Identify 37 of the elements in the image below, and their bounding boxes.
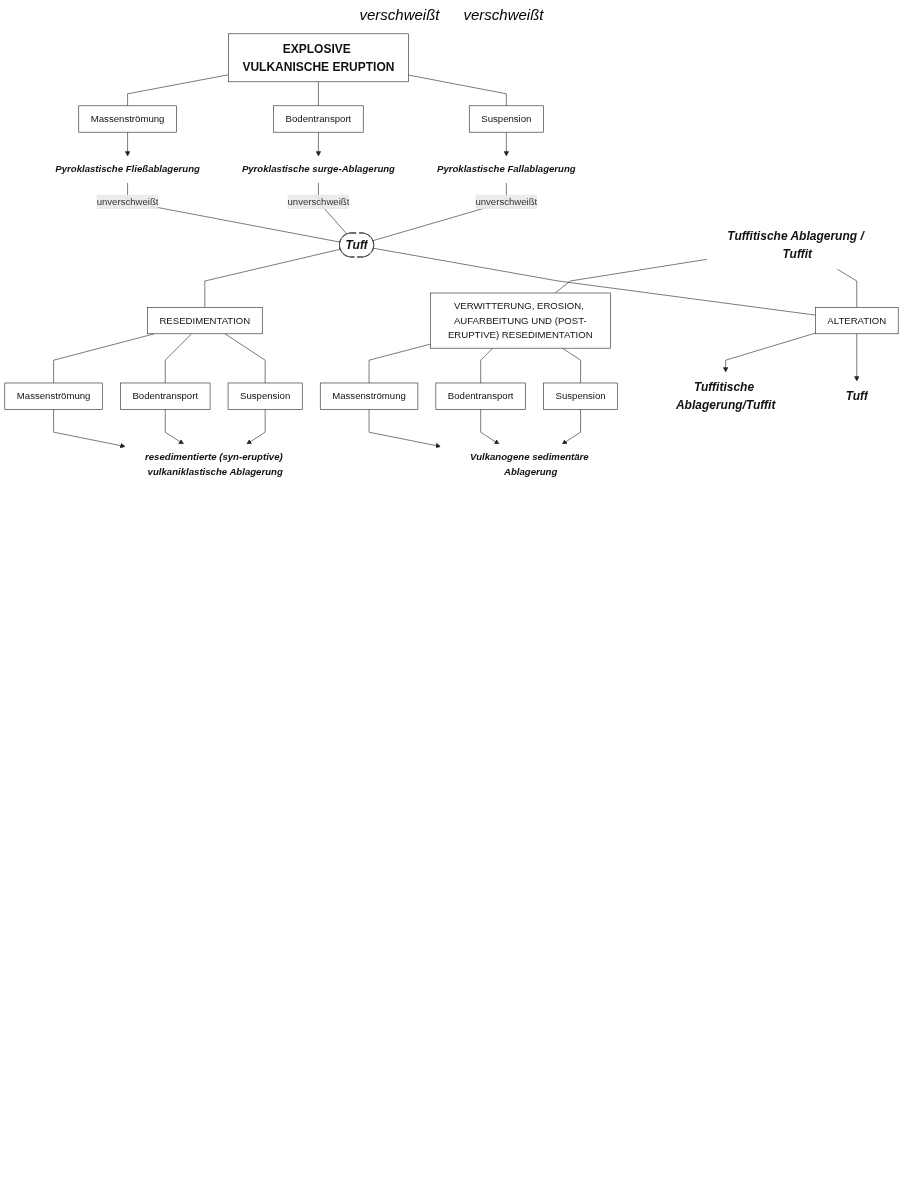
node-text: resedimentierte (syn-eruptive) vulkaniklastische Ablagerung [145,451,283,477]
node-box: RESEDIMENTATION [147,307,263,335]
node-box: Suspension [543,382,618,410]
node-text: Pyroklastische Fließablagerung [55,163,200,175]
connector [53,333,155,384]
node-box: VERWITTERUNG, EROSION, AUFARBEITUNG UND (POST-ERUPTIVE) RESEDIMENTATION [430,292,611,349]
connector [318,81,319,107]
connector [373,248,816,316]
node-box: ALTERATION [815,307,899,335]
node-box: Massenströmung [78,105,177,133]
connector [204,248,341,308]
edge-label: unverschweißt [96,196,159,207]
note-text: verschweißt [463,6,544,23]
node-text: Tuffitische Ablagerung/Tuffit [675,380,776,412]
node-box: EXPLOSIVE VULKANISCHE ERUPTION [228,33,409,83]
connector [408,74,507,107]
node-box: Bodentransport [120,382,211,410]
edge-label: unverschweißt [287,196,350,207]
node-box: Bodentransport [273,105,364,133]
connector [164,333,192,384]
node-box: Massenströmung [319,382,419,410]
connector [368,343,431,384]
node-text: Vulkanogene sedimentäre Ablagerung [469,451,589,477]
connector [224,333,266,384]
node-text: Pyroklastische surge-Ablagerung [241,163,395,175]
note-text: verschweißt [359,6,440,23]
node-box: Massenströmung [4,382,103,410]
node-box: Suspension [227,382,303,410]
node-box: Suspension [468,105,544,133]
connector [127,74,229,107]
node-box: Bodentransport [435,382,526,410]
node-text: Pyroklastische Fallablagerung [436,163,576,175]
node-text: Tuff [845,389,868,403]
edge-label: unverschweißt [475,196,538,207]
connector [554,258,708,294]
node-text: Tuffitische Ablagerung / Tuffit [727,229,864,261]
connector [480,347,493,384]
